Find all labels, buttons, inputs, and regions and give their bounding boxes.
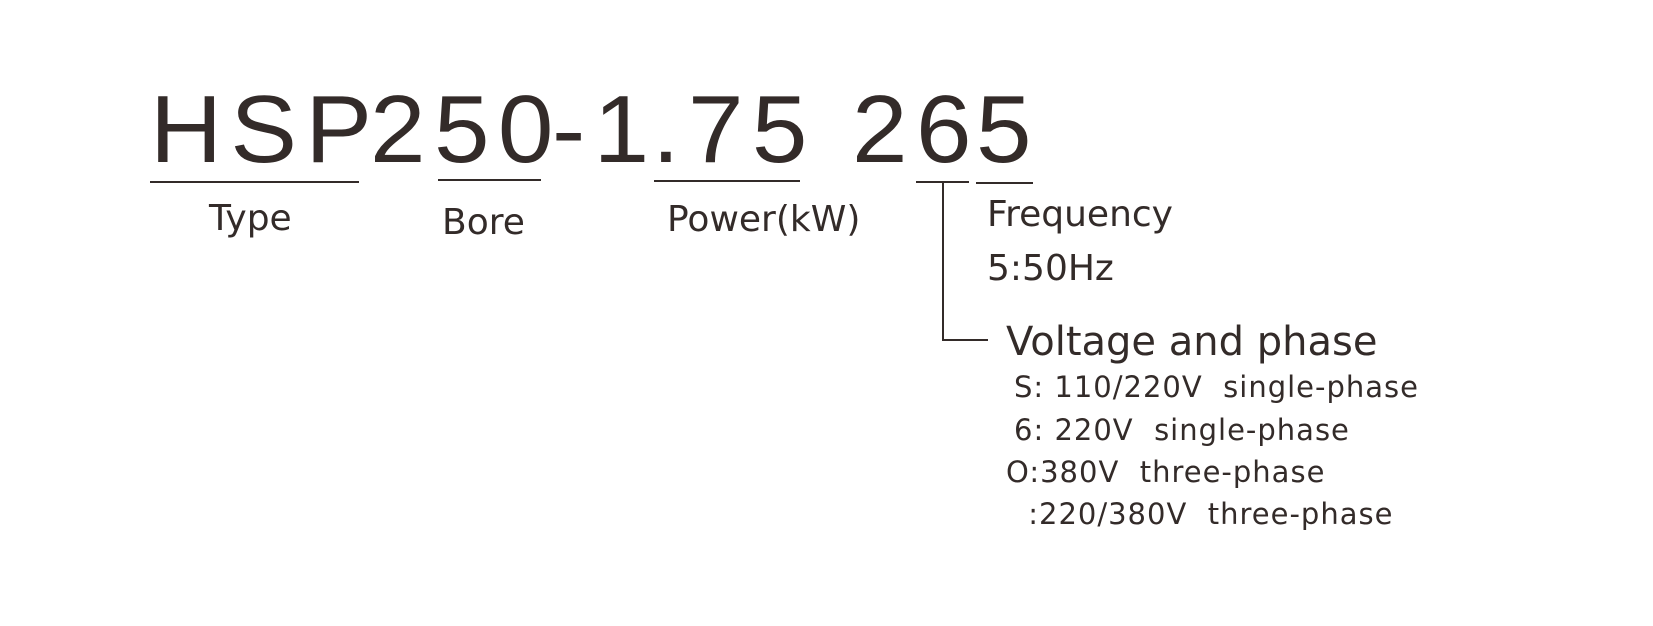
power-label: Power(kW) [667, 199, 861, 240]
voltage-option: :220/380V three-phase [1018, 497, 1394, 531]
code-voltage: 6 [916, 76, 980, 183]
bore-underline [438, 179, 541, 181]
type-label: Type [209, 198, 292, 239]
code-frequency: 5 [976, 76, 1040, 183]
voltage-option: S: 110/220V single-phase [1014, 370, 1419, 404]
power-underline [654, 180, 800, 182]
frequency-underline [976, 182, 1033, 184]
frequency-title: Frequency [987, 194, 1173, 235]
voltage-leader-horizontal [942, 339, 988, 341]
code-power: .75 [652, 76, 816, 183]
type-underline [150, 181, 359, 183]
code-bore: 50 [434, 76, 562, 183]
bore-label: Bore [442, 202, 525, 243]
voltage-leader-vertical [942, 181, 944, 341]
code-voltage-prefix: 2 [852, 76, 916, 183]
code-bore-prefix: 2 [370, 76, 434, 183]
code-type: HSP [150, 76, 381, 183]
code-dash: -1 [552, 76, 658, 183]
voltage-option: O:380V three-phase [1006, 455, 1326, 489]
frequency-value: 5:50Hz [987, 248, 1114, 289]
voltage-option: 6: 220V single-phase [1014, 413, 1350, 447]
voltage-title: Voltage and phase [1006, 319, 1378, 365]
